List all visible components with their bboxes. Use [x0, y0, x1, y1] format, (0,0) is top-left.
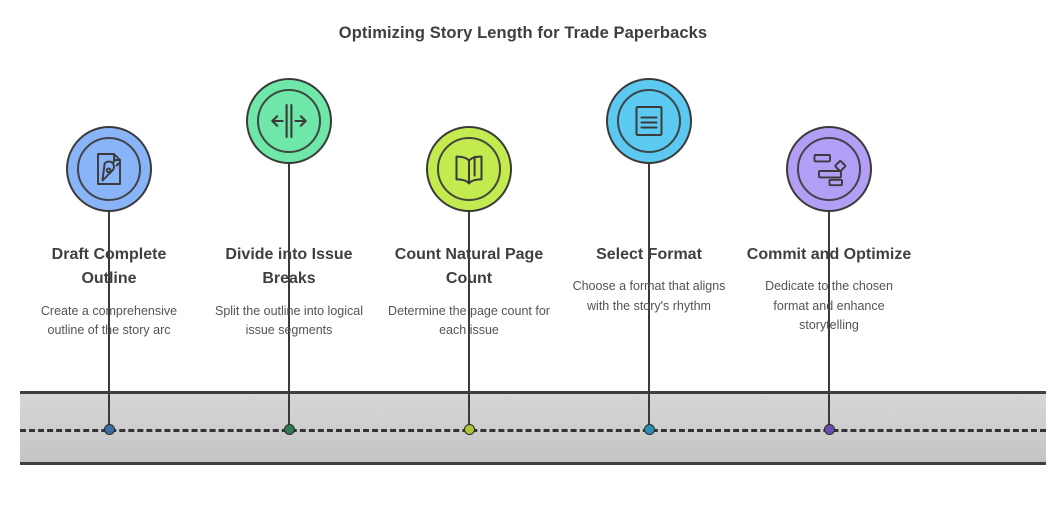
circle-inner-ring	[797, 137, 861, 201]
circle-inner-ring	[77, 137, 141, 201]
step-connector-stem	[288, 162, 290, 429]
step-description: Create a comprehensive outline of the st…	[40, 303, 178, 337]
step-heading: Divide into Issue Breaks	[225, 246, 353, 288]
open-book-icon	[449, 149, 489, 189]
step-icon-circle[interactable]	[66, 126, 152, 212]
step-description: Dedicate to the chosen format and enhanc…	[765, 279, 893, 333]
circle-inner-ring	[257, 89, 321, 153]
flowchart-diagram-icon	[808, 148, 850, 190]
step-connector-stem	[468, 210, 470, 429]
step-connector-stem	[648, 162, 650, 429]
step-heading: Count Natural Page Count	[394, 246, 544, 288]
road-marker-dot[interactable]	[823, 424, 835, 435]
road-marker-dot[interactable]	[643, 424, 655, 435]
step-description: Split the outline into logical issue seg…	[214, 303, 363, 337]
road-marker-dot[interactable]	[463, 424, 475, 435]
step-icon-circle[interactable]	[606, 78, 692, 164]
step-heading: Select Format	[596, 246, 702, 263]
step-heading: Commit and Optimize	[746, 246, 912, 263]
document-pen-nib-icon	[89, 149, 129, 189]
step-icon-circle[interactable]	[786, 126, 872, 212]
split-divide-arrows-icon	[268, 100, 310, 142]
step-icon-circle[interactable]	[426, 126, 512, 212]
road-marker-dot[interactable]	[103, 424, 115, 435]
document-lines-icon	[629, 101, 669, 141]
step-connector-stem	[108, 210, 110, 429]
circle-inner-ring	[617, 89, 681, 153]
step-connector-stem	[828, 210, 830, 429]
step-icon-circle[interactable]	[246, 78, 332, 164]
step-heading: Draft Complete Outline	[51, 246, 167, 288]
step-description: Determine the page count for each issue	[388, 303, 550, 337]
step-description: Choose a format that aligns with the sto…	[572, 279, 726, 313]
road-center-dashed-line	[20, 429, 1046, 432]
road-marker-dot[interactable]	[283, 424, 295, 435]
page-title: Optimizing Story Length for Trade Paperb…	[338, 24, 708, 42]
timeline-road	[20, 391, 1046, 465]
circle-inner-ring	[437, 137, 501, 201]
